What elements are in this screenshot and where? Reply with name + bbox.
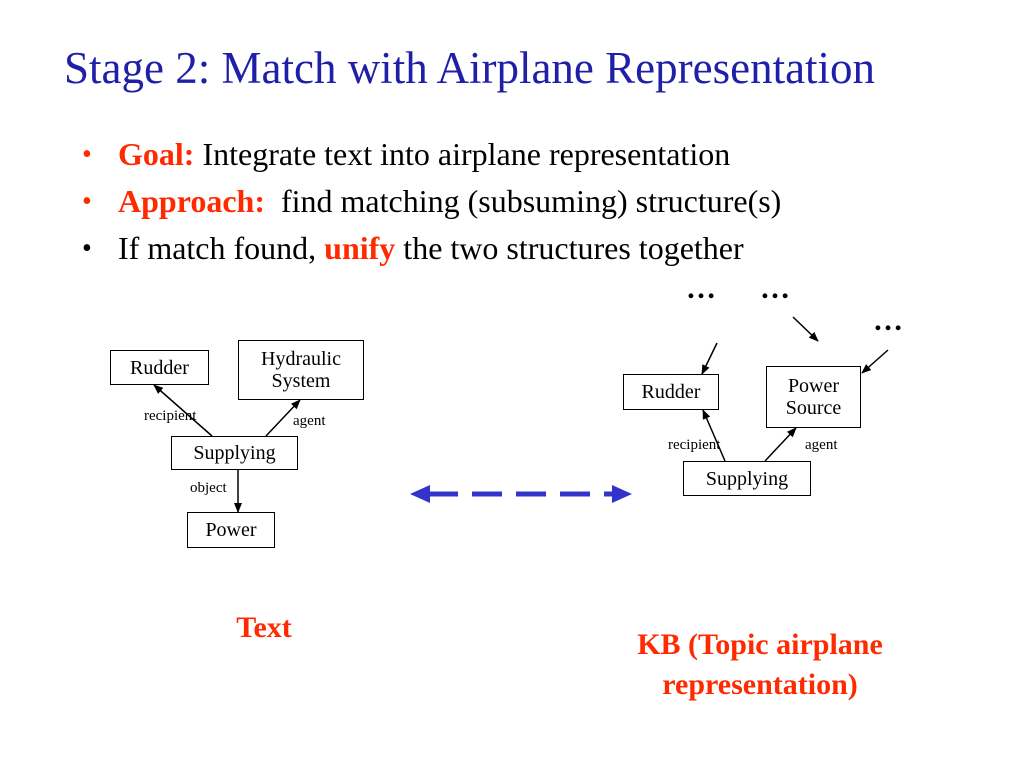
kb-node-power-source: Power Source [766, 366, 861, 428]
kb-node-supplying: Supplying [683, 461, 811, 496]
kb-rudder-incoming-edge [701, 342, 718, 375]
approach-text: find matching (subsuming) structure(s) [264, 183, 782, 219]
unify-keyword: unify [324, 230, 396, 266]
match-dashed-arrow [410, 485, 632, 503]
kb-ellipsis: … [873, 304, 905, 337]
text-edge-label-agent: agent [293, 413, 326, 429]
text-edge-label-recipient: recipient [144, 408, 197, 424]
kb-recipient-edge [702, 409, 726, 462]
bullet-list: • Goal: Integrate text into airplane rep… [82, 131, 781, 272]
text-node-rudder: Rudder [110, 350, 209, 385]
kb-power-incoming-edge-1 [792, 316, 819, 342]
kb-ellipsis: … [686, 272, 718, 305]
bullet-approach: • Approach: find matching (subsuming) st… [82, 178, 781, 225]
bullet-unify: • If match found, unify the two structur… [82, 225, 781, 272]
approach-label: Approach: [118, 183, 265, 219]
unify-pre-text: If match found, [118, 230, 325, 266]
kb-power-incoming-edge-2 [861, 349, 889, 374]
text-node-supplying: Supplying [171, 436, 298, 470]
text-agent-edge [265, 399, 301, 437]
text-recipient-edge [153, 384, 213, 437]
kb-edge-label-agent: agent [805, 437, 838, 453]
bullet-goal: • Goal: Integrate text into airplane rep… [82, 131, 781, 178]
bullet-marker: • [82, 186, 92, 217]
text-node-hydraulic-system: Hydraulic System [238, 340, 364, 400]
slide-title: Stage 2: Match with Airplane Representat… [64, 43, 876, 93]
unify-post-text: the two structures together [395, 230, 744, 266]
goal-text: Integrate text into airplane representat… [194, 136, 731, 172]
bullet-marker: • [82, 139, 92, 170]
text-caption: Text [236, 611, 292, 644]
text-edge-label-object: object [190, 480, 227, 496]
kb-caption-line-2: representation) [662, 668, 858, 701]
kb-caption-line-1: KB (Topic airplane [637, 628, 883, 661]
kb-agent-edge [764, 427, 797, 462]
kb-node-rudder: Rudder [623, 374, 719, 410]
text-node-power: Power [187, 512, 275, 548]
kb-edge-label-recipient: recipient [668, 437, 721, 453]
kb-ellipsis: … [760, 272, 792, 305]
goal-label: Goal: [118, 136, 195, 172]
bullet-marker: • [82, 233, 92, 264]
